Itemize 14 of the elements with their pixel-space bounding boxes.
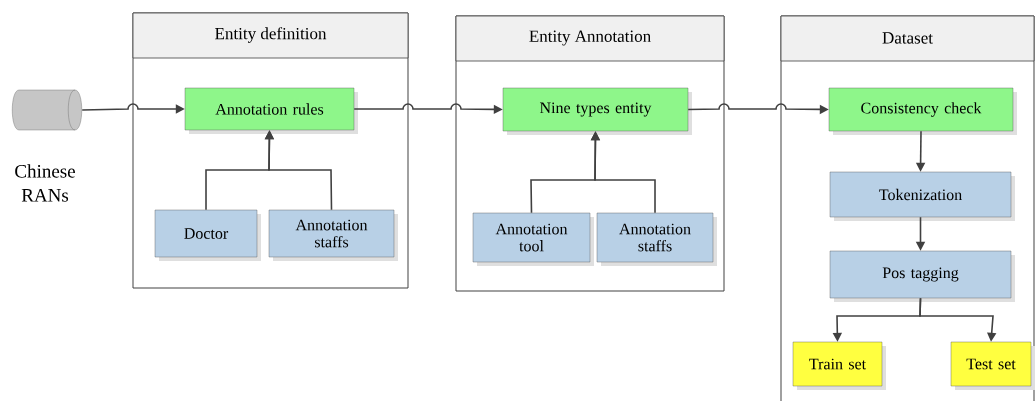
process-box: Pos tagging xyxy=(829,250,1015,302)
process-box: Consistency check xyxy=(828,87,1017,135)
process-box: Tokenization xyxy=(829,171,1015,221)
node-caption: Chinese RANs xyxy=(15,164,75,202)
process-box: Annotation staffs xyxy=(596,212,717,266)
cylinder-icon xyxy=(12,89,82,131)
process-box: Annotation staffs xyxy=(268,209,398,261)
process-box: Doctor xyxy=(154,209,261,261)
process-box: Annotation tool xyxy=(472,212,594,266)
process-box: Nine types entity xyxy=(502,87,692,135)
process-box: Annotation rules xyxy=(184,87,358,134)
output-box: Test set xyxy=(950,341,1035,390)
node-label: Annotation tool xyxy=(495,223,568,252)
output-box: Train set xyxy=(792,341,886,390)
